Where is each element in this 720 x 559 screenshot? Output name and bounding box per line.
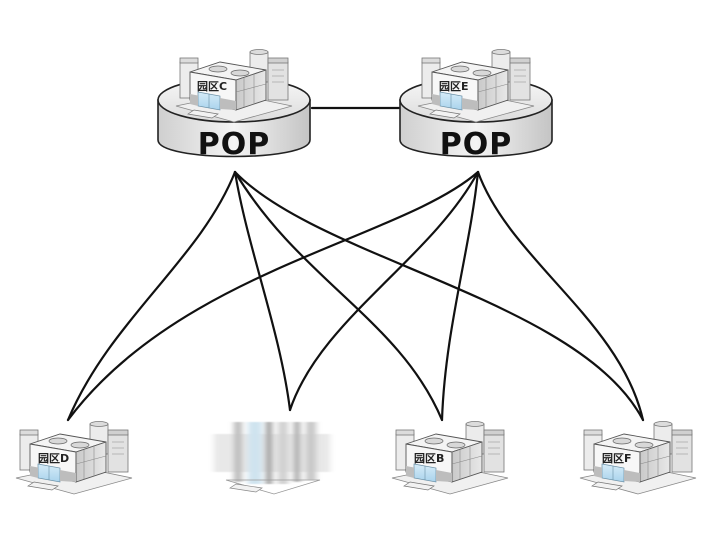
link-pop-left-site-f <box>233 170 645 422</box>
pop-node-right[interactable]: 园区E POP <box>399 49 553 163</box>
blurred-building-icon <box>214 422 330 484</box>
building-icon <box>15 421 133 495</box>
links-layer <box>66 106 645 422</box>
pop-label: POP <box>198 127 270 162</box>
link-pop-left-site-d <box>66 170 237 422</box>
link-pop-right-site-d <box>66 170 480 422</box>
building-icon <box>417 49 535 123</box>
pop-node-left[interactable]: 园区C POP <box>157 49 311 163</box>
site-node-f[interactable]: 园区F <box>579 421 697 495</box>
site-label: 园区C <box>197 80 227 93</box>
pop-label: POP <box>440 127 512 162</box>
building-icon <box>579 421 697 495</box>
building-icon <box>175 49 293 123</box>
site-label: 园区D <box>38 452 69 465</box>
site-node-b[interactable]: 园区B <box>391 421 509 495</box>
site-node-hidden[interactable] <box>214 422 330 495</box>
link-pop-right-site-hidden <box>288 170 480 412</box>
link-pop-left-site-hidden <box>233 170 292 412</box>
link-pop-right-site-f <box>476 170 645 422</box>
site-label: 园区E <box>439 80 469 93</box>
site-label: 园区F <box>602 452 632 465</box>
building-icon <box>391 421 509 495</box>
site-node-d[interactable]: 园区D <box>15 421 133 495</box>
link-pop-left-site-b <box>233 170 444 422</box>
site-label: 园区B <box>414 452 444 465</box>
link-pop-right-site-b <box>440 170 480 422</box>
